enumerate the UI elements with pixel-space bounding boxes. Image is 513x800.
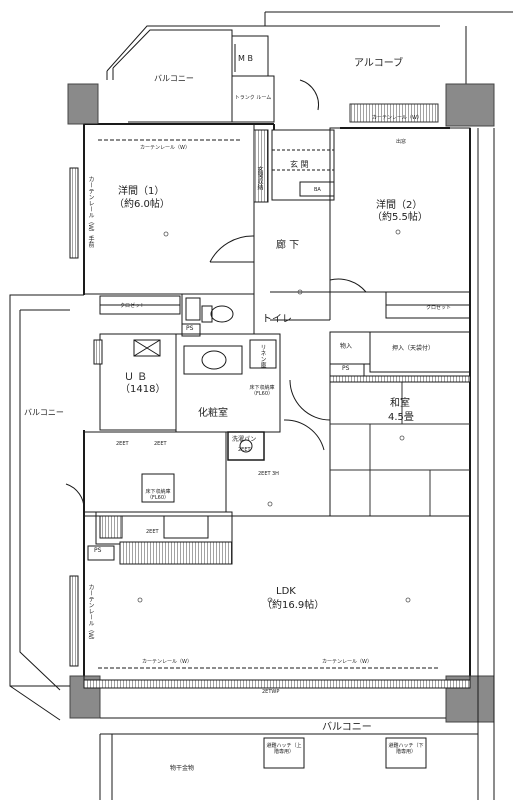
label-ps-washitsu: PS: [342, 365, 350, 372]
hatch-lower: [385, 737, 427, 769]
label-shoe-closet: 玄関収納: [256, 166, 263, 190]
room-ub-size: （1418）: [120, 384, 166, 395]
label-linen: リネン庫: [259, 344, 266, 368]
room-washitsu-name: 和室: [390, 398, 410, 409]
label-trunk-room: トランク ルーム: [234, 95, 272, 101]
trunk-room-outline: [232, 75, 275, 123]
room-ldk-name: LDK: [276, 586, 296, 597]
room-western1-area: （約6.0帖）: [114, 199, 170, 210]
room-toilet: トイレ: [262, 314, 292, 325]
label-dryer-hardware: 物干金物: [170, 765, 195, 772]
room-washitsu-area: 4.5畳: [388, 412, 414, 423]
shoe-closet: [253, 129, 269, 203]
kitchen-island: [119, 541, 233, 565]
label-washer-pan: 洗濯パン: [232, 436, 257, 443]
balcony-left-outline: [9, 294, 84, 721]
label-washer-pan-size: 2EET: [238, 447, 251, 453]
label-mb: M B: [238, 54, 253, 63]
label-curtain-rail-ldk: カーテンレール（W）: [142, 659, 192, 665]
hatch-upper: [263, 737, 305, 769]
room-alcove: アルコーブ: [354, 58, 404, 69]
balcony-bottom-outline: [99, 717, 478, 800]
label-ps-toilet: PS: [186, 325, 194, 332]
label-eet-b: 2EET: [154, 441, 167, 447]
label-curtain-rail-w1: カーテンレール（W）: [140, 145, 190, 151]
label-bay-window: 出窓: [396, 139, 407, 145]
room-ldk-area: （約16.9帖）: [262, 600, 325, 611]
label-floor-storage-powder: 床下収納庫（FL60）: [249, 385, 275, 397]
balcony-top-outline: [106, 25, 236, 123]
label-3h: 3H: [272, 471, 279, 477]
room-ub-name: Ｕ Ｂ: [124, 372, 148, 383]
label-closet-2: クロゼット: [426, 305, 452, 311]
label-eet-c: 2EET: [258, 471, 271, 477]
room-powder: 化粧室: [198, 408, 228, 419]
label-eet-kitchen: 2EET: [146, 529, 159, 535]
washitsu-outline: [329, 375, 471, 517]
room-western2-area: （約5.5帖）: [372, 212, 428, 223]
room-western2-name: 洋間（2）: [376, 200, 423, 211]
label-hatch-upper: 避難ハッチ（上階専用）: [266, 743, 302, 755]
alcove-outline: [232, 11, 513, 90]
bay-window: [349, 103, 439, 123]
entrance-floor: [271, 129, 335, 201]
label-eet-a: 2EET: [116, 441, 129, 447]
label-ba: BA: [314, 187, 321, 193]
label-curtain-rail-ldk-vertical: カーテンレール（W）: [87, 584, 94, 644]
label-ps-kitchen: PS: [94, 547, 102, 554]
label-eet-tp: 2ETWP: [262, 689, 280, 695]
label-curtain-rail-ldk-right: カーテンレール（W）: [322, 659, 372, 665]
label-hatch-lower: 避難ハッチ（下階専用）: [388, 743, 424, 755]
label-small-storage: 物入: [340, 343, 353, 350]
pillar-top-right: [445, 83, 495, 127]
label-curtain-rail-bay: カーテンレール（W）: [372, 115, 422, 121]
room-balcony-bottom: バルコニー: [322, 722, 372, 733]
label-closet-1: クロゼット: [120, 303, 146, 309]
label-floor-storage-kitchen: 床下収納庫（FL60）: [145, 489, 171, 501]
oshiire: [369, 331, 471, 373]
room-corridor: 廊 下: [276, 240, 300, 251]
room-entrance: 玄 関: [290, 160, 309, 169]
room-western1-name: 洋間（1）: [118, 186, 165, 197]
label-oshiire: 押入（天袋付）: [392, 345, 435, 352]
label-curtain-rail-vertical: カーテンレール（W）手前: [87, 176, 94, 248]
room-balcony-top: バルコニー: [154, 74, 194, 83]
room-balcony-left: バルコニー: [24, 408, 64, 417]
pillar-top-left: [67, 83, 99, 125]
